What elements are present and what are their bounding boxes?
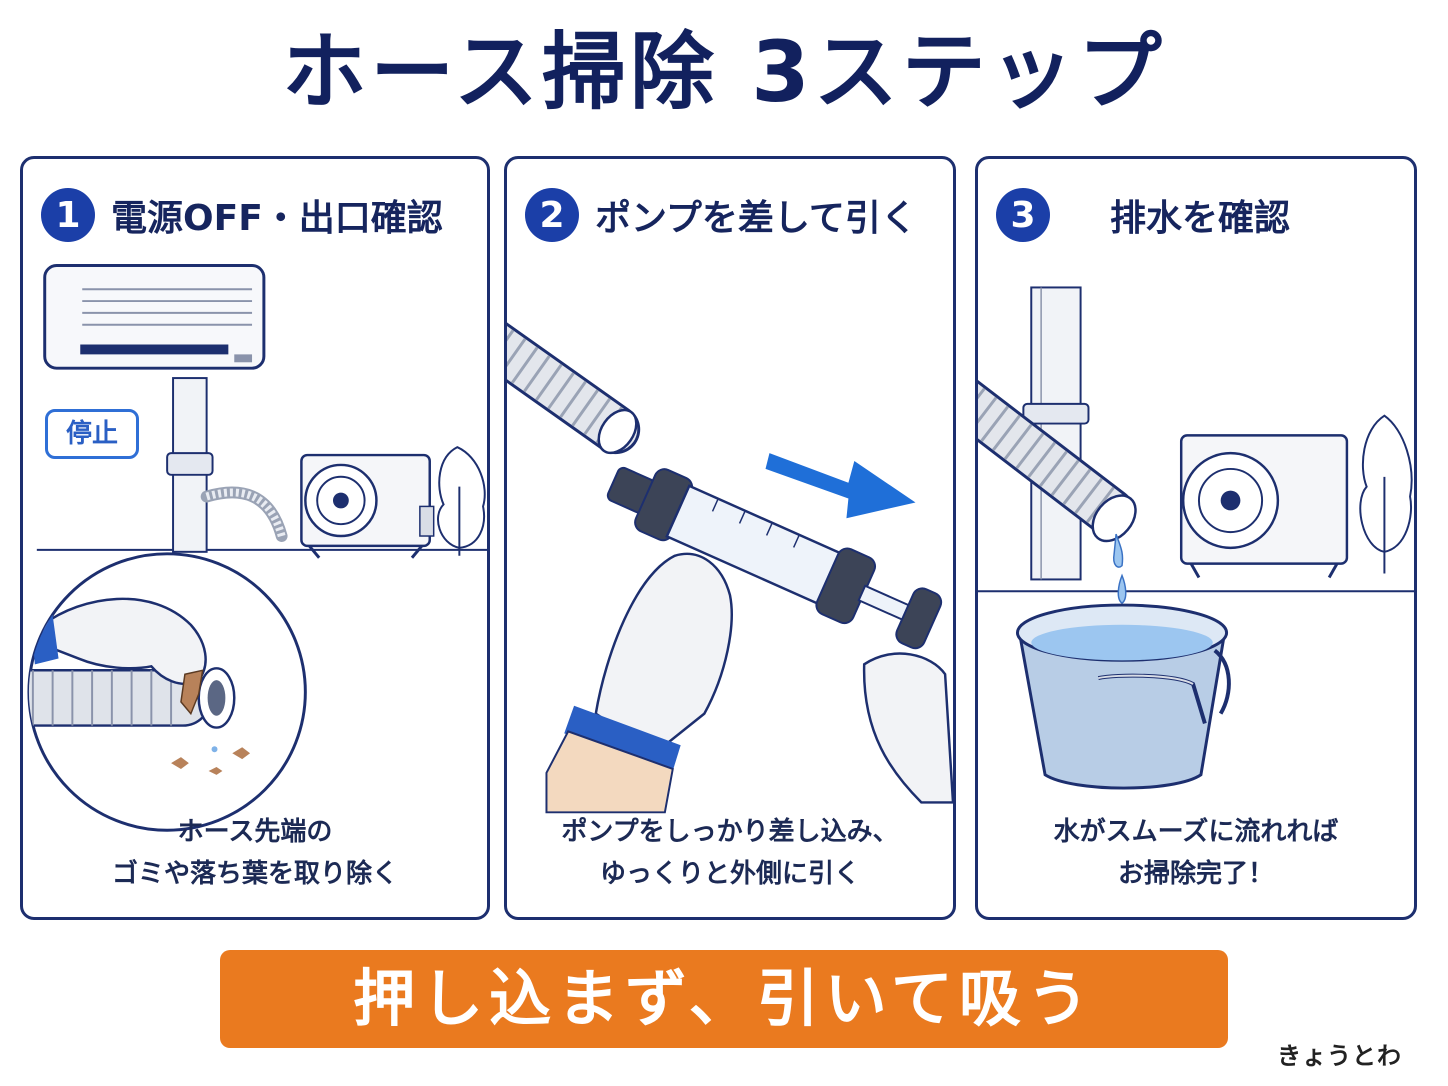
glove-hand-icon <box>862 652 953 804</box>
tip-banner: 押し込まず、引いて吸う <box>220 950 1228 1048</box>
step-1-title: 電源OFF・出口確認 <box>111 198 443 239</box>
step-3-caption-line-2: お掃除完了！ <box>1117 859 1274 889</box>
step-2-illustration <box>507 322 953 814</box>
outdoor-unit-icon <box>300 453 435 559</box>
step-2-number: 2 <box>525 188 579 242</box>
tree-icon <box>1359 414 1413 574</box>
leaf-icon <box>171 669 251 775</box>
step-1-illustration <box>27 264 487 832</box>
page-title: ホース掃除 3ステップ <box>282 23 1166 121</box>
air-conditioner-icon <box>43 264 266 370</box>
zoom-inset <box>27 552 307 832</box>
step-1-caption: ホース先端の ゴミや落ち葉を取り除く <box>23 811 487 895</box>
arrow-right-icon <box>765 453 916 519</box>
step-2-title: ポンプを差して引く <box>595 198 917 239</box>
stop-speech-bubble: 停止 <box>45 409 139 459</box>
step-2-panel: 2 ポンプを差して引く ポンプをしっかり差し込み、 ゆっくりと外側に引く <box>504 156 956 920</box>
step-1-header: 1 電源OFF・出口確認 <box>41 187 477 243</box>
step-3-panel: 3 排水を確認 水がスムーズに流れれば お掃除完了！ <box>975 156 1417 920</box>
step-3-title: 排水を確認 <box>1110 198 1291 239</box>
step-1-number: 1 <box>41 188 95 242</box>
pump-syringe-icon <box>606 466 943 650</box>
step-2-caption-line-1: ポンプをしっかり差し込み、 <box>561 817 899 847</box>
step-3-illustration <box>978 286 1414 790</box>
hose-icon <box>28 667 236 729</box>
hose-icon <box>507 322 641 455</box>
step-3-caption: 水がスムーズに流れれば お掃除完了！ <box>978 811 1414 895</box>
step-1-caption-line-2: ゴミや落ち葉を取り除く <box>111 859 398 889</box>
bucket-icon <box>1015 603 1231 790</box>
step-1-panel: 1 電源OFF・出口確認 停止 ホース先端の ゴミや落ち葉を取り除く <box>20 156 490 920</box>
hose-icon <box>978 380 1137 543</box>
step-2-header: 2 ポンプを差して引く <box>525 187 943 243</box>
step-3-number: 3 <box>996 188 1050 242</box>
step-2-caption: ポンプをしっかり差し込み、 ゆっくりと外側に引く <box>507 811 953 895</box>
step-1-caption-line-1: ホース先端の <box>177 817 333 847</box>
glove-hand-icon <box>545 552 733 814</box>
step-3-header: 3 排水を確認 <box>996 187 1404 243</box>
step-2-caption-line-2: ゆっくりと外側に引く <box>599 859 860 889</box>
tree-icon <box>437 446 486 556</box>
brand-signature: きょうとわ <box>1277 1042 1402 1070</box>
outdoor-unit-icon <box>1179 434 1349 579</box>
drain-pipe-icon <box>166 377 214 553</box>
step-3-caption-line-1: 水がスムーズに流れれば <box>1053 817 1339 847</box>
